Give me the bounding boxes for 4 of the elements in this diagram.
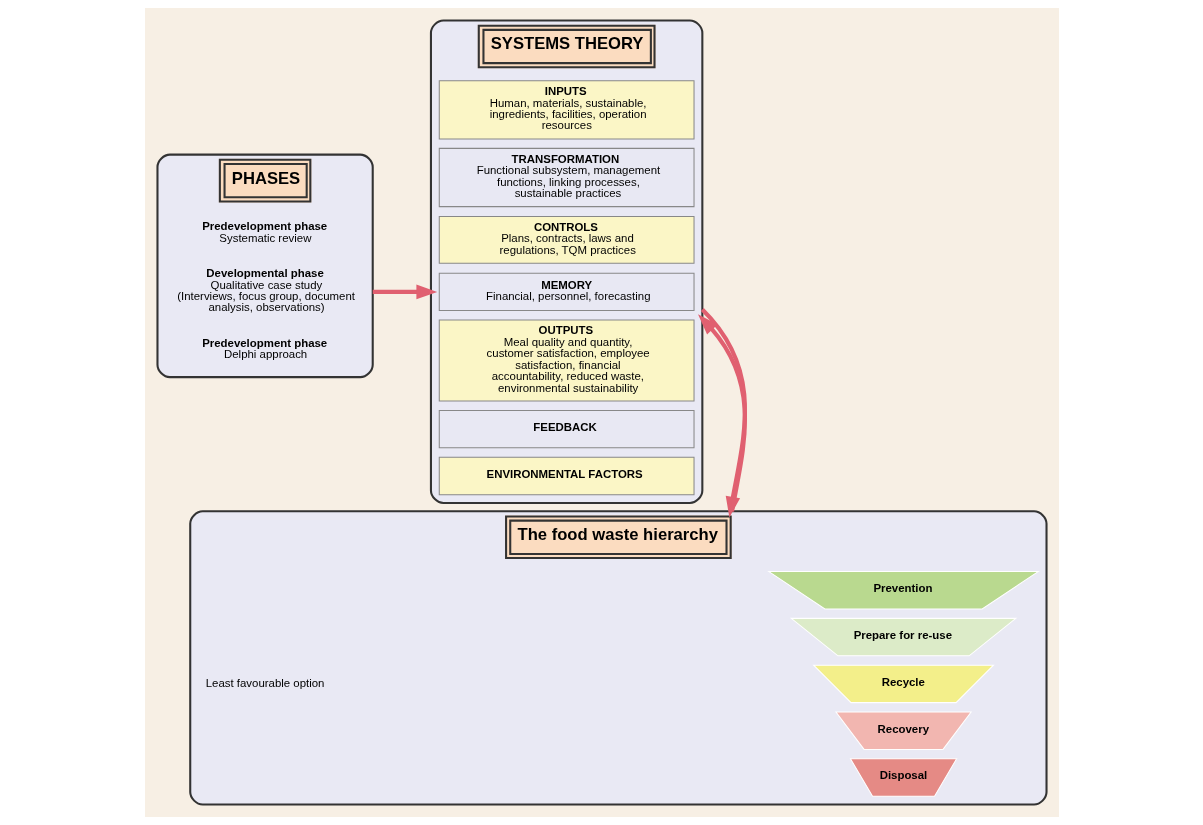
node-text: Predevelopment phase Delphi approach bbox=[201, 336, 327, 361]
label: Least favourable option bbox=[205, 676, 324, 689]
node-text: Predevelopment phase Systematic review bbox=[201, 220, 327, 244]
node-text: Developmental phase Qualitative case study (Interviews, focus group, document analysis, observations) bbox=[176, 267, 355, 314]
